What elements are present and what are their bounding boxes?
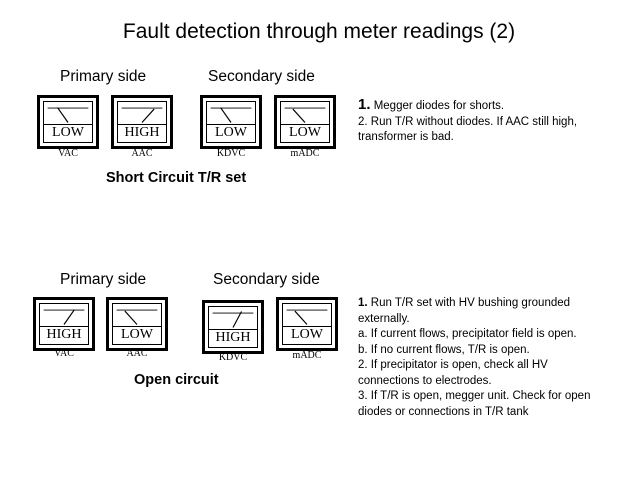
meter-unit: AAC xyxy=(126,348,148,359)
meter-reading: LOW xyxy=(280,124,330,143)
step-line: 2. If precipitator is open, check all HV xyxy=(358,359,548,371)
meter-unit: mADC xyxy=(292,350,322,361)
needle-icon xyxy=(116,309,158,325)
step-line: externally. xyxy=(358,312,410,325)
meter-reading: LOW xyxy=(206,124,256,143)
step-text: Run T/R set with HV bushing grounded xyxy=(367,297,571,309)
needle-icon xyxy=(210,107,252,123)
meter-unit: KDVC xyxy=(218,352,248,363)
needle-icon xyxy=(47,107,89,123)
step-line: connections to electrodes. xyxy=(358,374,492,387)
meter-unit: AAC xyxy=(131,148,153,159)
section1-meter-madc: LOW xyxy=(274,95,336,149)
meter-unit: VAC xyxy=(58,148,78,159)
section2-primary-label: Primary side xyxy=(60,271,147,288)
step-lead: 1. Run T/R set with HV bushing grounded xyxy=(358,296,633,312)
step-line: transformer is bad. xyxy=(358,131,454,143)
meter-dial xyxy=(43,101,93,125)
meter-dial xyxy=(117,101,167,125)
meter-dial xyxy=(208,306,258,330)
section2-meter-vac: HIGH xyxy=(33,297,95,351)
meter-reading: HIGH xyxy=(117,124,167,143)
meter-reading: LOW xyxy=(282,326,332,345)
step-line: b. If no current flows, T/R is open. xyxy=(358,343,530,356)
meter-reading: LOW xyxy=(43,124,93,143)
section1-steps: 1. Megger diodes for shorts. 2. Run T/R … xyxy=(358,97,628,146)
meter-dial xyxy=(206,101,256,125)
section2-secondary-label: Secondary side xyxy=(213,271,320,288)
section2-meter-kdvc: HIGH xyxy=(202,300,264,354)
section1-caption: Short Circuit T/R set xyxy=(106,170,247,186)
page-title: Fault detection through meter readings (… xyxy=(122,20,516,43)
section1-meter-vac: LOW xyxy=(37,95,99,149)
step-number: 1. xyxy=(358,297,368,309)
section1-meter-kdvc: LOW xyxy=(200,95,262,149)
section2-caption: Open circuit xyxy=(134,372,219,388)
meter-dial xyxy=(280,101,330,125)
needle-icon xyxy=(284,107,326,123)
meter-reading: HIGH xyxy=(208,329,258,348)
section2-meter-aac: LOW xyxy=(106,297,168,351)
step-lead: 1. Megger diodes for shorts. xyxy=(358,97,628,115)
section1-primary-label: Primary side xyxy=(60,68,147,85)
meter-dial xyxy=(39,303,89,327)
needle-icon xyxy=(212,311,254,328)
step-number: 1. xyxy=(358,96,371,113)
meter-unit: KDVC xyxy=(216,148,246,159)
meter-unit: mADC xyxy=(290,148,320,159)
section2-steps: 1. Run T/R set with HV bushing grounded … xyxy=(358,296,633,420)
section2-meter-madc: LOW xyxy=(276,297,338,351)
needle-icon xyxy=(121,107,163,123)
section1-secondary-label: Secondary side xyxy=(208,68,315,85)
step-text: Megger diodes for shorts. xyxy=(370,100,505,112)
step-line: a. If current flows, precipitator field … xyxy=(358,328,577,340)
meter-dial xyxy=(282,303,332,327)
step-line: 3. If T/R is open, megger unit. Check fo… xyxy=(358,390,591,402)
needle-icon xyxy=(43,309,85,325)
step-line: 2. Run T/R without diodes. If AAC still … xyxy=(358,115,578,128)
meter-unit: VAC xyxy=(54,348,74,359)
step-line: diodes or connections in T/R tank xyxy=(358,405,529,418)
meter-reading: HIGH xyxy=(39,326,89,345)
section1-meter-aac: HIGH xyxy=(111,95,173,149)
meter-dial xyxy=(112,303,162,327)
meter-reading: LOW xyxy=(112,326,162,345)
needle-icon xyxy=(286,309,328,325)
